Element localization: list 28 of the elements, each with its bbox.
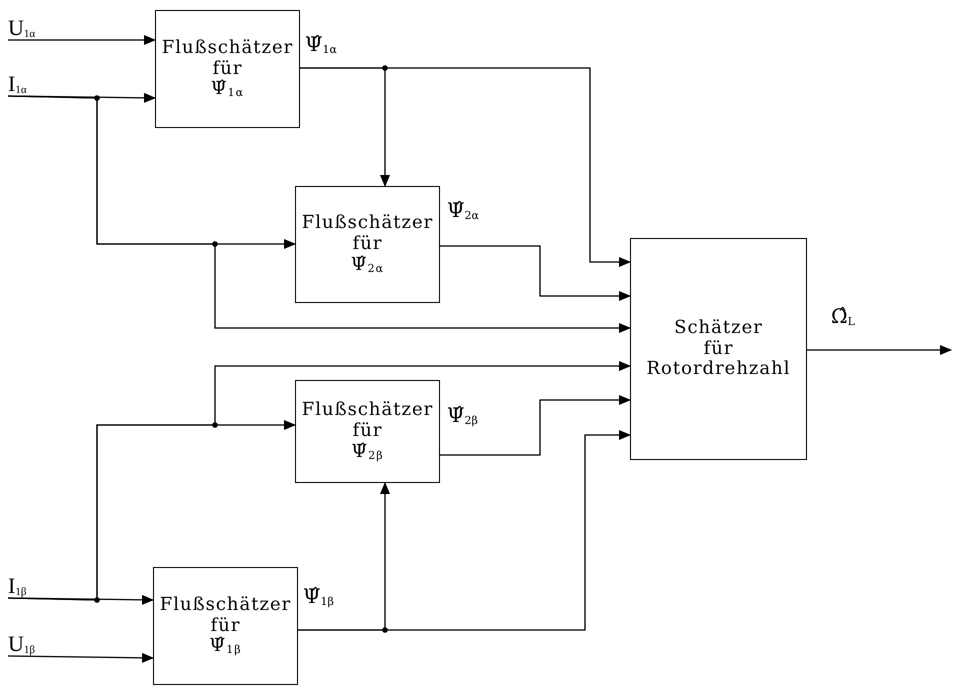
arrow [298,482,390,631]
box-label: Flußschätzer für Ψ̂$_{1α}$ [160,38,294,100]
signal-label: I$_{1β}$ [8,575,26,598]
process-box [153,567,298,685]
arrow [440,245,631,301]
arrow [300,67,390,187]
process-box [155,10,300,128]
box-label: Flußschätzer für Ψ̂$_{2β}$ [300,400,434,463]
arrow [8,95,631,333]
arrow [8,35,156,45]
arrow [8,361,631,601]
signal-label: U$_{1β}$ [8,633,35,656]
signal-label: U$_{1α}$ [8,17,36,40]
edge-label: Ψ̂$_{2β}$ [446,405,479,426]
box-label: Schätzer für Rotordrehzahl [645,318,792,380]
edge-label: Ψ̂$_{1α}$ [304,34,338,55]
box-label: Flußschätzer für Ψ̂$_{1β}$ [158,594,292,658]
edge-label: Ψ̂$_{1β}$ [302,586,335,607]
process-box [295,380,440,483]
process-box [630,238,807,460]
signal-label: I$_{1α}$ [8,73,27,96]
arrow [807,345,952,355]
process-box [295,186,440,303]
edge-label: Ω̂$_{L}$ [830,306,856,327]
edge-label: Ψ̂$_{2α}$ [446,200,480,221]
arrow [440,395,631,456]
arrow [8,652,154,663]
box-label: Flußschätzer für Ψ̂$_{2α}$ [300,213,434,276]
